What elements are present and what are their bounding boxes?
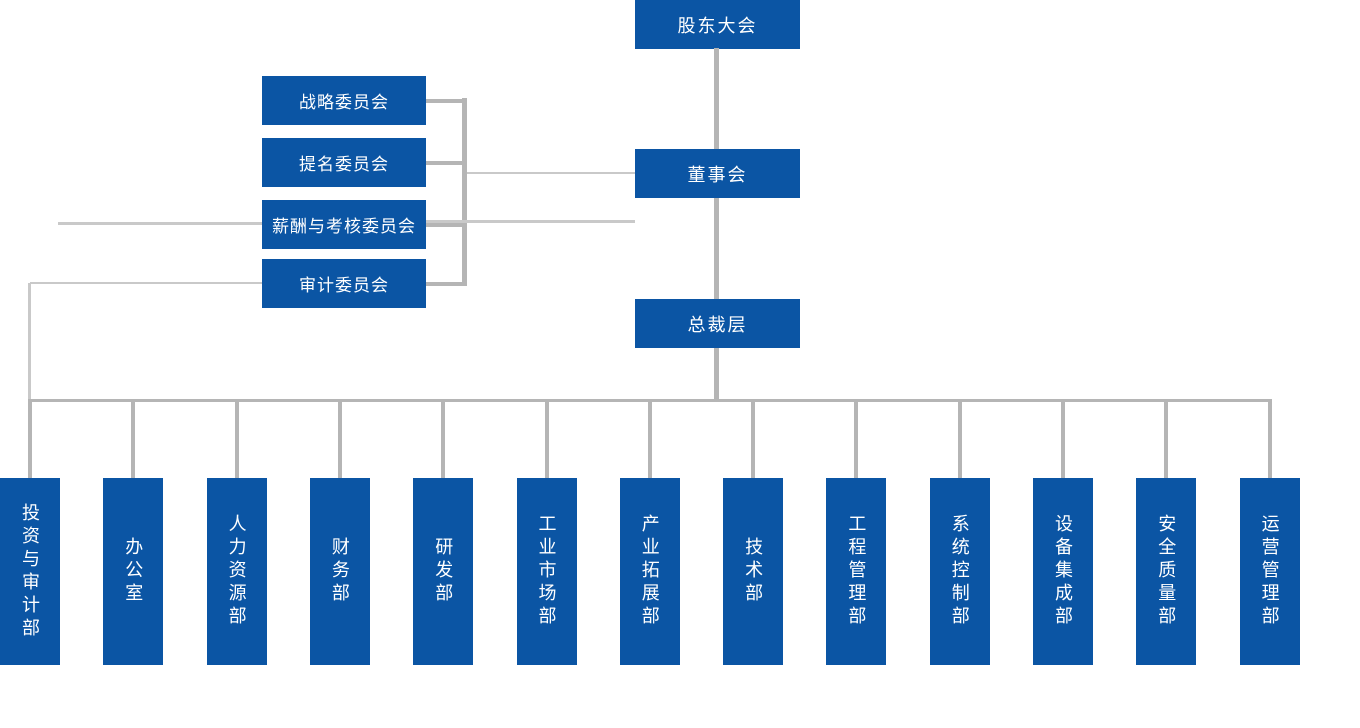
connector-compensation-right bbox=[426, 220, 635, 223]
connector-department-drop bbox=[957, 402, 962, 478]
connector-department-drop bbox=[854, 402, 859, 478]
node-department: 投资与审计部 bbox=[0, 478, 60, 665]
node-department: 安全质量部 bbox=[1136, 478, 1197, 665]
connector-department-drop bbox=[28, 402, 32, 478]
connector-audit-to-investment-dept bbox=[28, 283, 31, 478]
node-department: 产业拓展部 bbox=[619, 478, 680, 665]
connector-department-drop bbox=[544, 402, 549, 478]
node-department: 财务部 bbox=[309, 478, 370, 665]
node-committee: 审计委员会 bbox=[262, 259, 426, 308]
connector-shareholders-to-board bbox=[714, 48, 719, 149]
connector-board-to-president bbox=[714, 198, 719, 299]
connector-departments-bus bbox=[28, 399, 1272, 402]
connector-compensation-left bbox=[58, 222, 262, 225]
node-department: 工程管理部 bbox=[826, 478, 887, 665]
node-department: 研发部 bbox=[413, 478, 474, 665]
node-committee: 薪酬与考核委员会 bbox=[262, 200, 426, 249]
node-shareholders-meeting: 股东大会 bbox=[635, 0, 800, 49]
node-department: 工业市场部 bbox=[516, 478, 577, 665]
connector-audit-left bbox=[30, 282, 262, 284]
connector-department-drop bbox=[337, 402, 342, 478]
connector-committees-vertical bbox=[462, 98, 467, 286]
connector-department-drop bbox=[1061, 402, 1065, 478]
node-department: 人力资源部 bbox=[206, 478, 267, 665]
connector-committee-stub bbox=[426, 222, 467, 227]
node-department: 系统控制部 bbox=[929, 478, 990, 665]
node-department: 运营管理部 bbox=[1239, 478, 1300, 665]
node-committee: 战略委员会 bbox=[262, 76, 426, 125]
connector-department-drop bbox=[647, 402, 652, 478]
connector-committee-stub bbox=[426, 281, 467, 286]
connector-department-drop bbox=[441, 402, 446, 478]
node-committee: 提名委员会 bbox=[262, 138, 426, 187]
node-department: 办公室 bbox=[103, 478, 164, 665]
connector-department-drop bbox=[1164, 402, 1169, 478]
connector-committee-stub bbox=[426, 98, 467, 103]
node-president-level: 总裁层 bbox=[635, 299, 800, 348]
connector-department-drop bbox=[751, 402, 756, 478]
connector-committees-to-board bbox=[467, 172, 635, 174]
node-board-of-directors: 董事会 bbox=[635, 149, 800, 198]
connector-department-drop bbox=[234, 402, 239, 478]
connector-department-drop bbox=[131, 402, 136, 478]
connector-president-to-bus bbox=[714, 348, 719, 400]
connector-committee-stub bbox=[426, 160, 467, 165]
connector-department-drop bbox=[1267, 402, 1272, 478]
node-department: 设备集成部 bbox=[1033, 478, 1093, 665]
node-department: 技术部 bbox=[723, 478, 784, 665]
